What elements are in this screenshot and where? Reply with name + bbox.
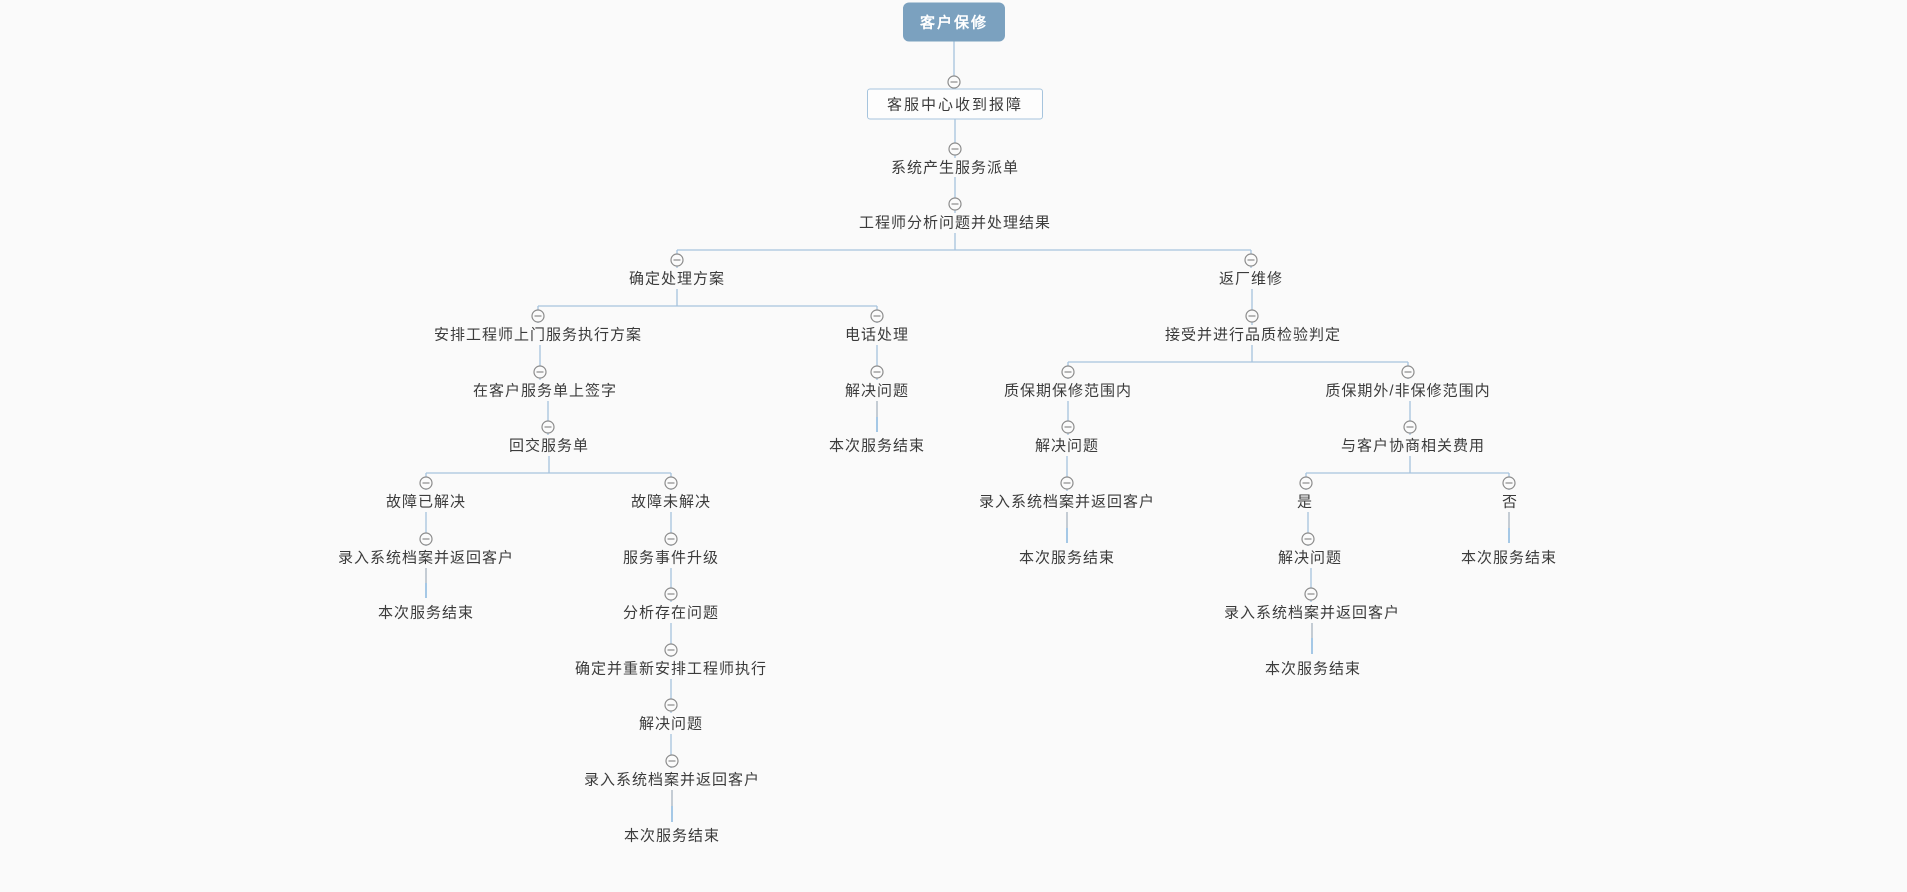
node-service-center-receives-report[interactable]: 客服中心收到报障 (866, 88, 1044, 120)
node-archive-return-yes[interactable]: 录入系统档案并返回客户 (1223, 604, 1401, 622)
node-analyze-issues[interactable]: 分析存在问题 (622, 604, 720, 622)
minus-collapse-icon[interactable] (664, 532, 678, 546)
minus-collapse-icon[interactable] (1061, 365, 1075, 379)
node-negotiate-fees[interactable]: 与客户协商相关费用 (1340, 437, 1486, 455)
minus-collapse-icon[interactable] (947, 75, 961, 89)
node-service-end-resolved[interactable]: 本次服务结束 (377, 604, 475, 622)
node-engineer-analyzes-and-handles[interactable]: 工程师分析问题并处理结果 (858, 214, 1052, 232)
node-phone-handling[interactable]: 电话处理 (844, 326, 910, 344)
node-fault-unresolved[interactable]: 故障未解决 (630, 493, 712, 511)
minus-collapse-icon[interactable] (1301, 532, 1315, 546)
node-rearrange-engineer[interactable]: 确定并重新安排工程师执行 (574, 660, 768, 678)
connector-branch (1305, 456, 1510, 490)
minus-collapse-icon[interactable] (1304, 587, 1318, 601)
node-customer-warranty[interactable]: 客户保修 (902, 2, 1006, 42)
minus-collapse-icon[interactable] (541, 420, 555, 434)
node-sign-service-order[interactable]: 在客户服务单上签字 (472, 382, 618, 400)
node-arrange-onsite-engineer[interactable]: 安排工程师上门服务执行方案 (433, 326, 643, 344)
node-yes[interactable]: 是 (1296, 493, 1314, 511)
node-no[interactable]: 否 (1501, 493, 1519, 511)
minus-collapse-icon[interactable] (1401, 365, 1415, 379)
minus-collapse-icon[interactable] (531, 309, 545, 323)
node-return-service-order[interactable]: 回交服务单 (508, 437, 590, 455)
minus-collapse-icon[interactable] (533, 365, 547, 379)
node-outside-warranty[interactable]: 质保期外/非保修范围内 (1325, 382, 1491, 400)
node-archive-return-resolved[interactable]: 录入系统档案并返回客户 (337, 549, 515, 567)
minus-collapse-icon[interactable] (670, 253, 684, 267)
minus-collapse-icon[interactable] (664, 476, 678, 490)
node-solve-problem-yes[interactable]: 解决问题 (1277, 549, 1343, 567)
connector-branch (1067, 345, 1409, 379)
minus-collapse-icon[interactable] (948, 142, 962, 156)
node-solve-problem-escalation[interactable]: 解决问题 (638, 715, 704, 733)
node-fault-resolved[interactable]: 故障已解决 (385, 493, 467, 511)
minus-collapse-icon[interactable] (948, 197, 962, 211)
connector-branch (676, 233, 1252, 268)
minus-collapse-icon[interactable] (1299, 476, 1313, 490)
connector-branch (425, 456, 672, 490)
node-determine-solution[interactable]: 确定处理方案 (628, 270, 726, 288)
minus-collapse-icon[interactable] (1060, 476, 1074, 490)
node-service-end-no[interactable]: 本次服务结束 (1460, 549, 1558, 567)
minus-collapse-icon[interactable] (664, 587, 678, 601)
node-archive-return-warranty[interactable]: 录入系统档案并返回客户 (978, 493, 1156, 511)
node-solve-problem-warranty[interactable]: 解决问题 (1034, 437, 1100, 455)
node-solve-problem-phone[interactable]: 解决问题 (844, 382, 910, 400)
minus-collapse-icon[interactable] (664, 643, 678, 657)
minus-collapse-icon[interactable] (870, 309, 884, 323)
node-service-escalation[interactable]: 服务事件升级 (622, 549, 720, 567)
minus-collapse-icon[interactable] (1403, 420, 1417, 434)
node-service-end-yes[interactable]: 本次服务结束 (1264, 660, 1362, 678)
minus-collapse-icon[interactable] (870, 365, 884, 379)
node-accept-quality-inspection[interactable]: 接受并进行品质检验判定 (1164, 326, 1342, 344)
node-return-to-factory-repair[interactable]: 返厂维修 (1218, 270, 1284, 288)
node-service-end-warranty[interactable]: 本次服务结束 (1018, 549, 1116, 567)
minus-collapse-icon[interactable] (1245, 309, 1259, 323)
node-archive-return-escalation[interactable]: 录入系统档案并返回客户 (583, 771, 761, 789)
node-service-end-phone[interactable]: 本次服务结束 (828, 437, 926, 455)
node-service-end-escalation[interactable]: 本次服务结束 (623, 827, 721, 845)
minus-collapse-icon[interactable] (1244, 253, 1258, 267)
node-within-warranty[interactable]: 质保期保修范围内 (1003, 382, 1133, 400)
minus-collapse-icon[interactable] (1061, 420, 1075, 434)
minus-collapse-icon[interactable] (665, 754, 679, 768)
minus-collapse-icon[interactable] (419, 476, 433, 490)
node-system-generates-dispatch-order[interactable]: 系统产生服务派单 (890, 159, 1020, 177)
minus-collapse-icon[interactable] (419, 532, 433, 546)
connector-branch (537, 289, 878, 323)
minus-collapse-icon[interactable] (664, 698, 678, 712)
minus-collapse-icon[interactable] (1502, 476, 1516, 490)
